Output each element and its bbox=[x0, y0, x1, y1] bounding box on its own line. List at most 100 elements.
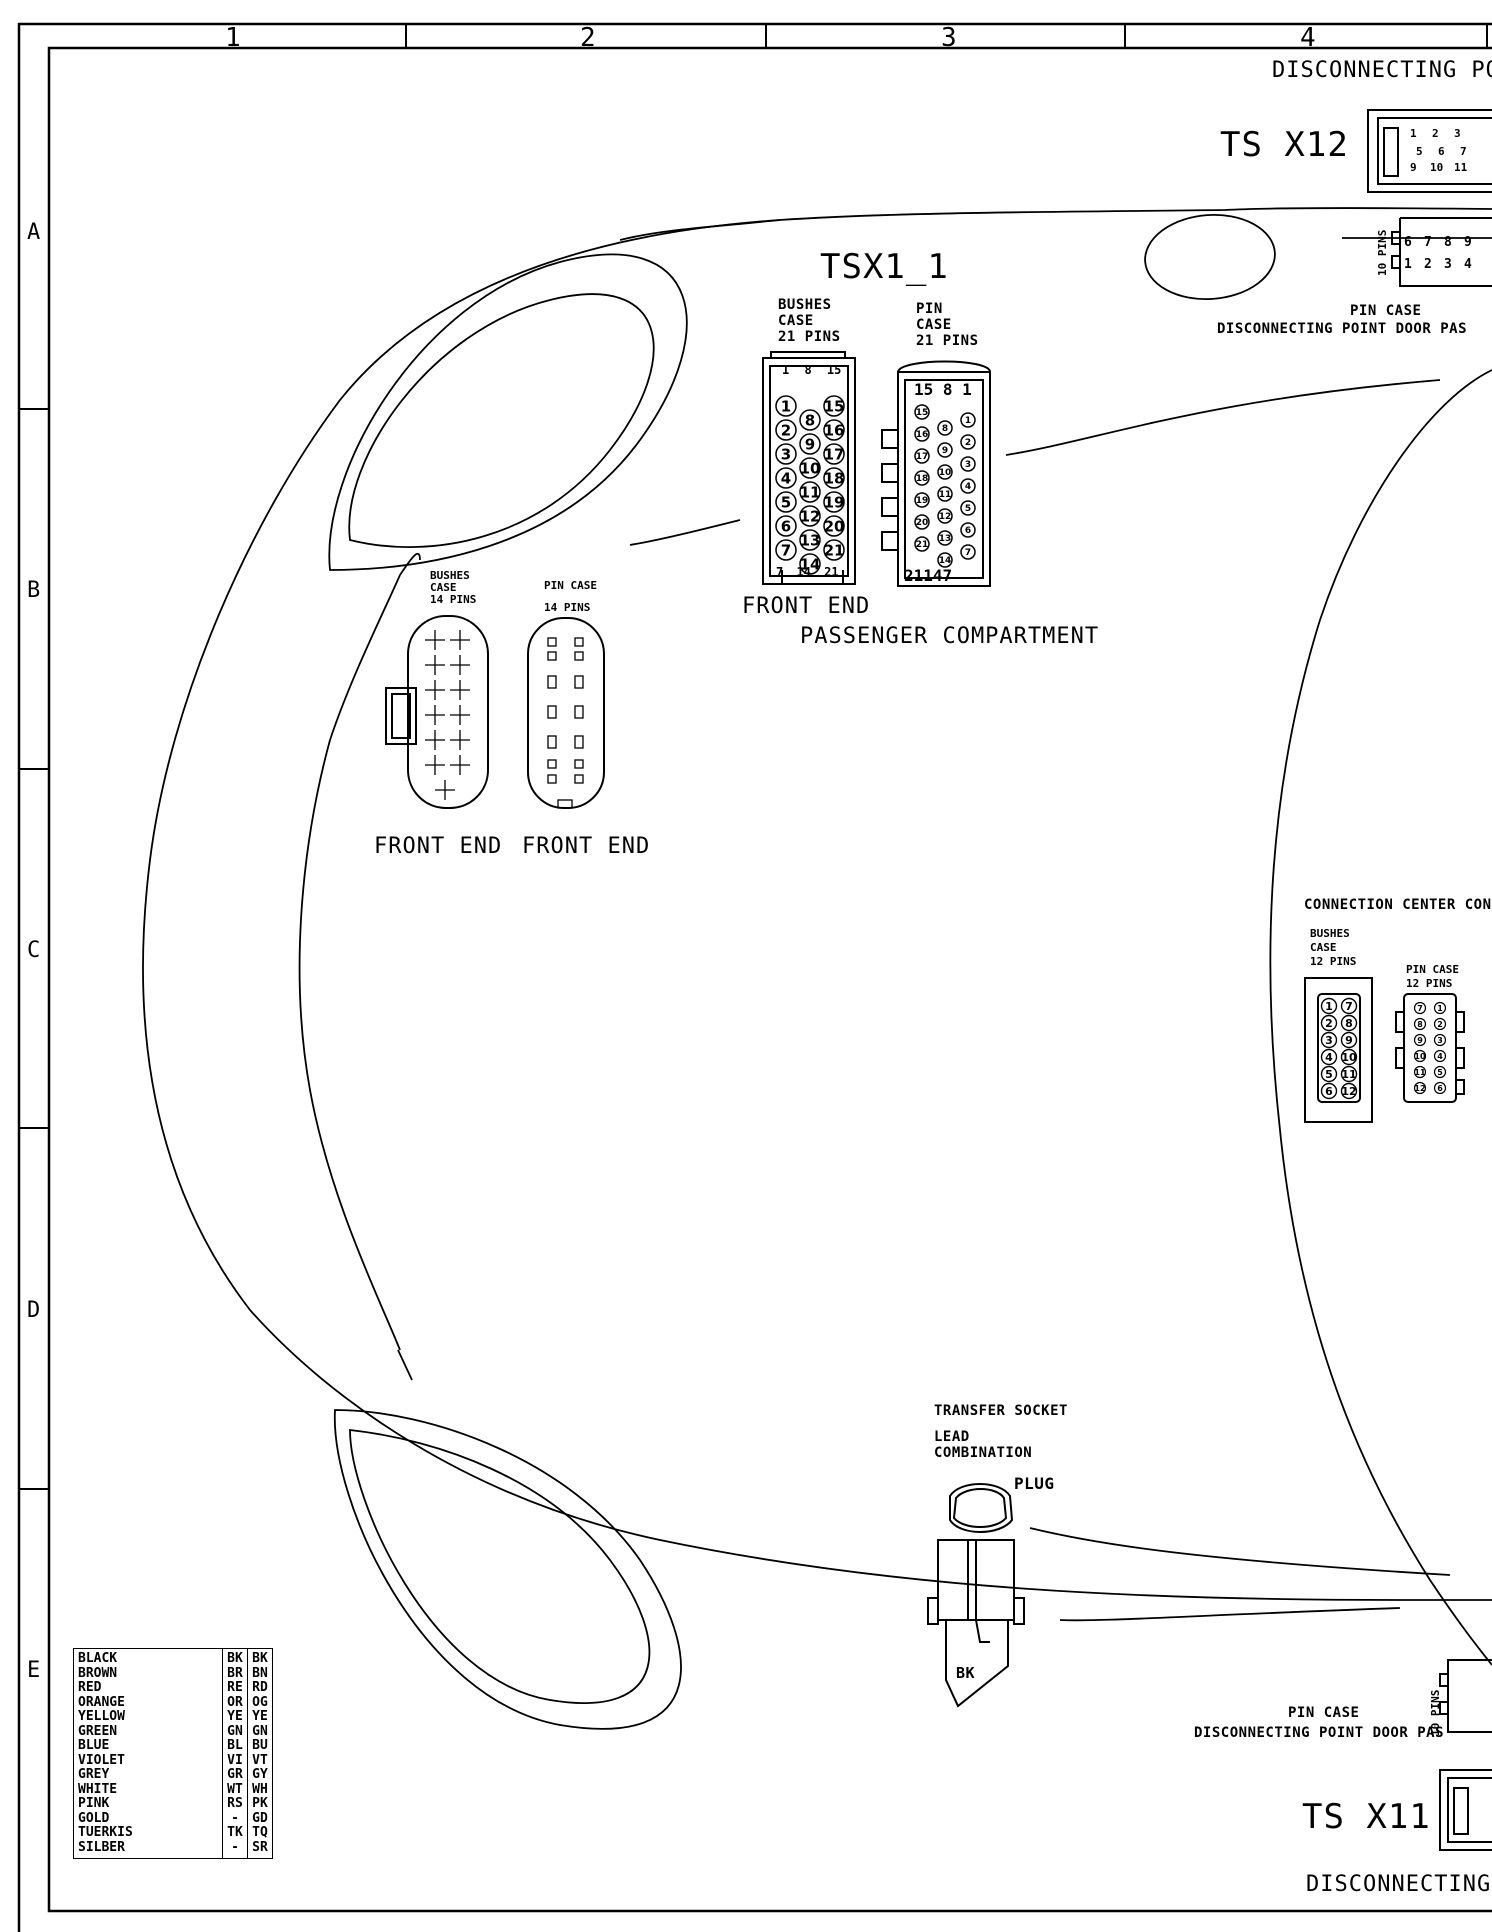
pin-number: 5 bbox=[965, 504, 971, 514]
pin-number: 13 bbox=[800, 531, 821, 549]
pin-number: 16 bbox=[824, 421, 845, 439]
pin-circle bbox=[914, 470, 930, 486]
disconnecting-point-door-bottom-label: DISCONNECTING POINT DOOR PAS bbox=[1194, 1725, 1445, 1741]
bushes-case-12-label-line2: CASE bbox=[1310, 941, 1337, 954]
pin-number: 5 bbox=[1437, 1068, 1443, 1077]
pin-number: 2 bbox=[965, 438, 971, 448]
tsx1-1-title: TSX1_1 bbox=[820, 247, 949, 287]
pin-number: 10 bbox=[1414, 1052, 1426, 1061]
legend-name: YELLOW bbox=[78, 1709, 125, 1724]
connection-center-label: CONNECTION CENTER CONS bbox=[1304, 897, 1492, 913]
legend-name: BROWN bbox=[78, 1665, 118, 1681]
pin-circle bbox=[914, 492, 930, 508]
x12-pin: 6 bbox=[1438, 145, 1445, 158]
pin-circle bbox=[914, 426, 930, 442]
pin-case-21-label-line3: 21 PINS bbox=[916, 333, 979, 349]
pin-circle bbox=[775, 515, 797, 537]
pin-number: 3 bbox=[781, 445, 791, 463]
legend-name: ORANGE bbox=[78, 1694, 125, 1710]
bushes-case-21-label-line1: BUSHES bbox=[778, 297, 832, 313]
pin-circle bbox=[1320, 1065, 1338, 1083]
pin-circle bbox=[1433, 1065, 1447, 1079]
pin-circle bbox=[937, 464, 953, 480]
pin-case-21-label-line1: PIN bbox=[916, 301, 943, 317]
ts-x12-connector bbox=[1367, 109, 1492, 193]
disconnecting-point-door-top-label: DISCONNECTING POINT DOOR PAS bbox=[1217, 321, 1468, 337]
pin-number: 13 bbox=[939, 534, 952, 544]
front-end-right-label: FRONT END bbox=[522, 834, 651, 859]
pin-number: 1 bbox=[965, 416, 971, 426]
pin-circle bbox=[960, 456, 976, 472]
pin-number: 11 bbox=[939, 490, 952, 500]
x12-pin: 11 bbox=[1454, 161, 1468, 174]
pin-21-bottom-numbers: 21147 bbox=[904, 566, 953, 585]
pin-circle bbox=[775, 539, 797, 561]
legend-name: TUERKIS bbox=[78, 1825, 133, 1840]
inner-frame bbox=[47, 46, 1492, 1913]
grid-row-label: C bbox=[27, 938, 41, 963]
pin-circle bbox=[1413, 1017, 1427, 1031]
pin-circle bbox=[823, 419, 845, 441]
pin-circle bbox=[937, 508, 953, 524]
ten-pins-top-label: 10 PINS bbox=[1376, 229, 1389, 276]
pin-number: 10 bbox=[800, 459, 821, 477]
pin-circle bbox=[914, 448, 930, 464]
pin-circle bbox=[775, 395, 797, 417]
pin-number: 3 bbox=[965, 460, 971, 470]
pin-number: 21 bbox=[916, 540, 929, 550]
legend-code-de: BK bbox=[227, 1651, 243, 1666]
legend-code-en: OG bbox=[252, 1694, 268, 1710]
pin-number: 15 bbox=[916, 408, 929, 418]
pin-circle bbox=[1413, 1081, 1427, 1095]
pin-case-21-label-line2: CASE bbox=[916, 317, 952, 333]
pin-circle bbox=[799, 409, 821, 431]
pin-circle bbox=[823, 539, 845, 561]
pin-number: 12 bbox=[800, 507, 821, 525]
pin-circle bbox=[914, 536, 930, 552]
pin-circle bbox=[823, 467, 845, 489]
pin-circle bbox=[1340, 1048, 1358, 1066]
grid-row-label: A bbox=[27, 220, 41, 245]
pin-number: 6 bbox=[781, 517, 791, 535]
pin-number: 1 bbox=[781, 397, 791, 415]
legend-code-en: PK bbox=[252, 1796, 268, 1811]
pin-circle bbox=[1433, 1033, 1447, 1047]
plug-label: PLUG bbox=[1014, 1474, 1055, 1493]
legend-code-de: GN bbox=[227, 1723, 243, 1739]
top-10-pin-row2: 4 bbox=[1464, 257, 1472, 272]
pin-number: 2 bbox=[781, 421, 791, 439]
legend-name: SILBER bbox=[78, 1839, 125, 1855]
pin-circle bbox=[1433, 1001, 1447, 1015]
pin-number: 11 bbox=[1341, 1068, 1356, 1081]
pin-number: 18 bbox=[916, 474, 929, 484]
pin-number: 20 bbox=[824, 517, 845, 535]
x12-pin: 2 bbox=[1432, 127, 1439, 140]
pin-number: 2 bbox=[1325, 1017, 1333, 1030]
pin-number: 8 bbox=[1345, 1017, 1353, 1030]
pin-number: 12 bbox=[939, 512, 952, 522]
pin-circle bbox=[1340, 1065, 1358, 1083]
transfer-socket bbox=[927, 1483, 1025, 1708]
grid-column-label: 2 bbox=[580, 23, 596, 53]
pin-case-12-label-line1: PIN CASE bbox=[1406, 963, 1459, 976]
top-10-pin-row2: 3 bbox=[1444, 257, 1452, 272]
legend-names-column: BLACK BROWN RED ORANGE YELLOW GREEN BLUE… bbox=[73, 1648, 223, 1859]
color-code-legend: BLACK BROWN RED ORANGE YELLOW GREEN BLUE… bbox=[73, 1648, 273, 1859]
disconnecting-point-top-label: DISCONNECTING PO bbox=[1272, 58, 1492, 83]
pin-number: 10 bbox=[939, 468, 952, 478]
pin-circle bbox=[1413, 1049, 1427, 1063]
legend-name: GREEN bbox=[78, 1723, 118, 1739]
legend-code-de: - bbox=[231, 1810, 239, 1826]
pin-number: 8 bbox=[805, 411, 815, 429]
pin-case-14-connector bbox=[527, 617, 605, 809]
pin-circle bbox=[1413, 1033, 1427, 1047]
x12-pin: 5 bbox=[1416, 145, 1423, 158]
top-10-pin-row2: 2 bbox=[1424, 257, 1432, 272]
pin-number: 7 bbox=[1417, 1004, 1423, 1013]
pin-circle bbox=[1413, 1001, 1427, 1015]
legend-name: RED bbox=[78, 1680, 102, 1695]
legend-code-de: GR bbox=[227, 1767, 243, 1782]
lead-combination-line1: LEAD bbox=[934, 1429, 970, 1445]
